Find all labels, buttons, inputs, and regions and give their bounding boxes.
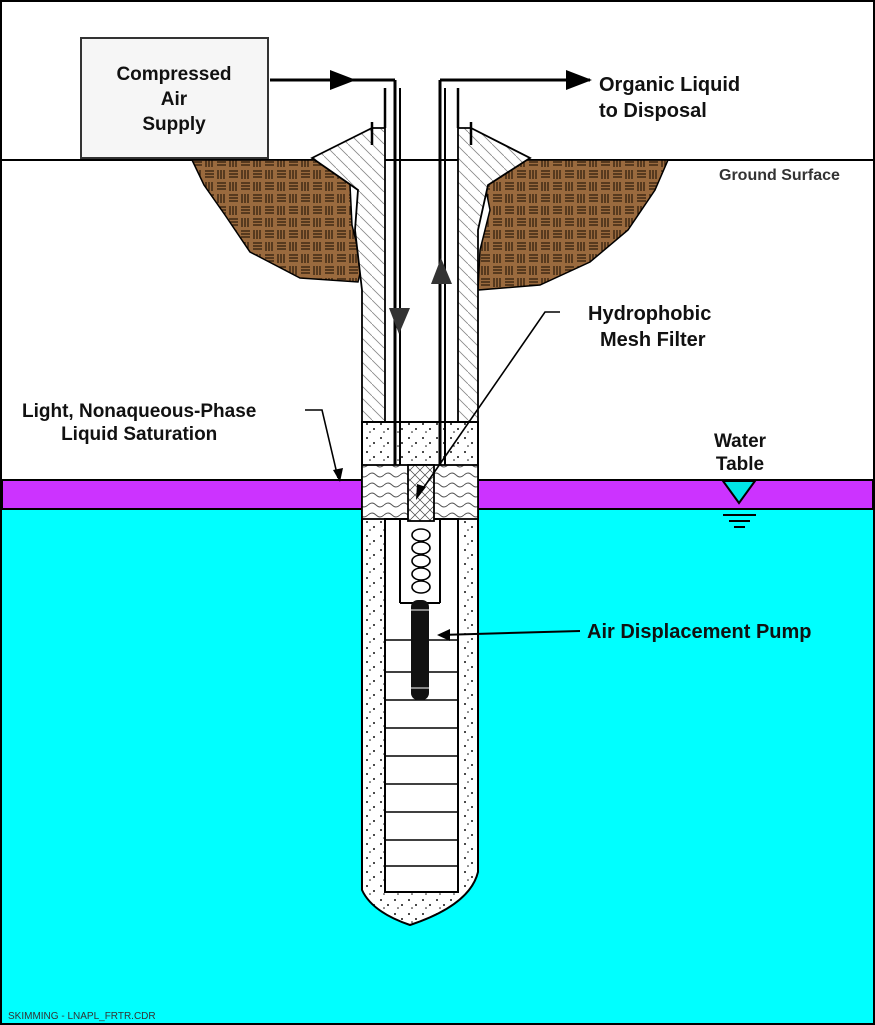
mesh-filter-label: Hydrophobic Mesh Filter bbox=[588, 301, 711, 353]
disposal-flow-arrow bbox=[566, 70, 592, 90]
air-supply-line-3: Supply bbox=[142, 114, 206, 135]
pump-hose-coil bbox=[411, 528, 431, 594]
well-casing bbox=[384, 518, 459, 893]
mesh-line-2: Mesh Filter bbox=[600, 329, 706, 351]
water-line-2: Table bbox=[715, 454, 765, 475]
organic-line-2: to Disposal bbox=[599, 100, 707, 122]
mesh-line-1: Hydrophobic bbox=[588, 303, 712, 325]
water-line-1: Water bbox=[713, 431, 767, 452]
down-flow-arrow bbox=[389, 308, 410, 334]
compressed-air-supply-box bbox=[80, 37, 269, 159]
pump-label: Air Displacement Pump bbox=[587, 621, 812, 643]
air-supply-label: Compressed Air Supply bbox=[81, 62, 267, 137]
mesh-filter-leader bbox=[421, 311, 560, 491]
organic-liquid-label: Organic Liquid to Disposal bbox=[599, 72, 740, 124]
ground-surface-label: Ground Surface bbox=[719, 167, 840, 184]
footer-filename: SKIMMING - LNAPL_FRTR.CDR bbox=[8, 1011, 156, 1022]
air-supply-line-2: Air bbox=[160, 89, 188, 110]
lnapl-label: Light, Nonaqueous-Phase Liquid Saturatio… bbox=[22, 400, 256, 446]
air-displacement-pump bbox=[411, 600, 429, 700]
air-supply-line-1: Compressed bbox=[116, 64, 232, 85]
up-flow-arrow bbox=[431, 258, 452, 284]
air-flow-arrow bbox=[330, 70, 356, 90]
water-table-label: Water Table bbox=[700, 430, 780, 476]
water-table-triangle-icon bbox=[721, 480, 757, 505]
lnapl-leader bbox=[305, 409, 339, 479]
lnapl-line-1: Light, Nonaqueous-Phase bbox=[22, 401, 257, 422]
soil-mound-right bbox=[476, 159, 670, 291]
organic-line-1: Organic Liquid bbox=[599, 74, 741, 96]
pump-leader bbox=[439, 630, 581, 636]
lnapl-line-2: Liquid Saturation bbox=[61, 424, 218, 445]
